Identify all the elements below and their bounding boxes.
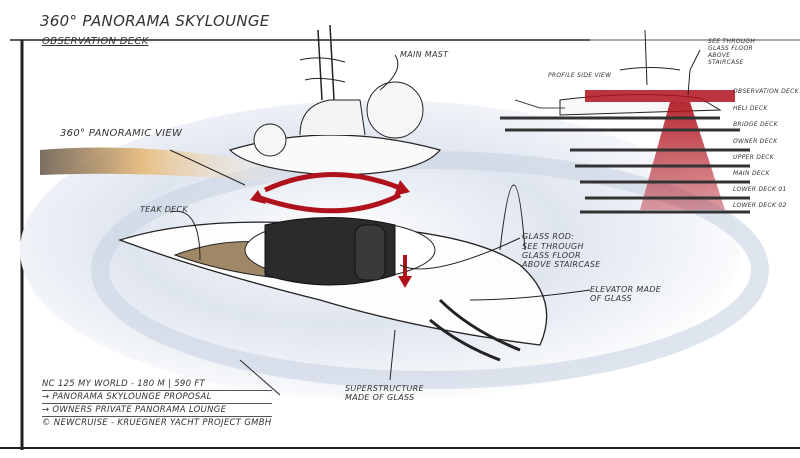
label-panoramic-view: 360° Panoramic View [60,128,183,139]
label-superstructure: Superstructure made of glass [345,384,424,402]
note-line: NC 125 My World - 180 M | 590 FT [42,378,272,391]
note-line: © Newcruise - Kruegner Yacht Project Gmb… [42,418,272,428]
deck-label: Bridge Deck [733,121,778,128]
note-line: → Panorama Skylounge Proposal [42,391,272,404]
project-notes: NC 125 My World - 180 M | 590 FT → Panor… [42,378,272,429]
label-see-through-profile: See through glass floor above staircase [708,38,756,66]
note-line: → Owners Private Panorama Lounge [42,404,272,417]
label-main-mast: Main Mast [400,50,449,59]
label-glass-rod: Glass Rod: [522,232,575,241]
deck-label: Heli Deck [733,105,768,112]
sketch-subtitle: Observation Deck [42,36,149,47]
label-elevator: Elevator made of glass [590,285,662,303]
label-profile-view: Profile side view [548,72,612,79]
label-see-through: See through glass floor above staircase [522,242,601,269]
deck-label: Observation Deck [733,88,799,95]
sketch-title: 360° Panorama Skylounge [40,12,270,30]
deck-label: Lower Deck 02 [733,202,787,209]
deck-label: Main Deck [733,170,770,177]
deck-label: Owner Deck [733,138,778,145]
deck-label: Lower Deck 01 [733,186,787,193]
label-teak-deck: Teak Deck [140,205,188,214]
deck-label: Upper Deck [733,154,775,161]
